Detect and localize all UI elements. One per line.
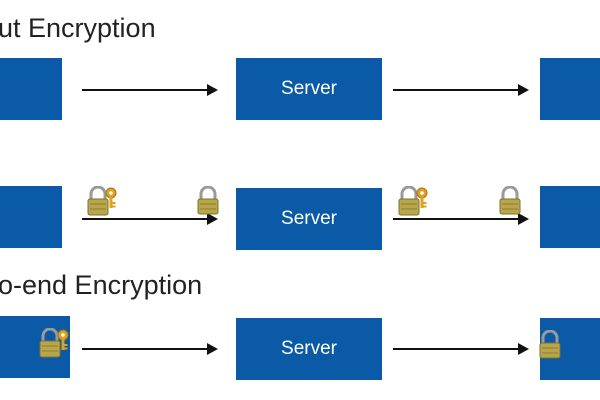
lock-with-key-icon — [398, 186, 428, 216]
arrow-row3-right — [393, 343, 529, 355]
server-box-row2: Server — [236, 188, 382, 250]
arrow-row3-left — [82, 343, 218, 355]
arrow-row2-right — [393, 213, 529, 225]
server-box-row1: Server — [236, 58, 382, 120]
server-label: Server — [281, 208, 337, 229]
lock-with-key-icon — [39, 328, 69, 358]
sender-box-row1 — [0, 58, 62, 120]
sender-box-row2 — [0, 186, 62, 248]
server-label: Server — [281, 78, 337, 99]
arrow-row2-left — [82, 213, 218, 225]
arrow-row1-left — [82, 84, 218, 96]
lock-icon — [539, 330, 561, 359]
lock-with-key-icon — [87, 186, 117, 216]
recipient-box-row2 — [540, 186, 600, 248]
recipient-box-row1 — [540, 58, 600, 120]
server-box-row3: Server — [236, 318, 382, 380]
arrow-row1-right — [393, 84, 529, 96]
lock-icon — [197, 186, 219, 215]
heading-without-encryption: ut Encryption — [0, 13, 156, 43]
lock-icon — [499, 186, 521, 215]
server-label: Server — [281, 338, 337, 359]
heading-end-to-end-encryption: o-end Encryption — [0, 270, 203, 300]
